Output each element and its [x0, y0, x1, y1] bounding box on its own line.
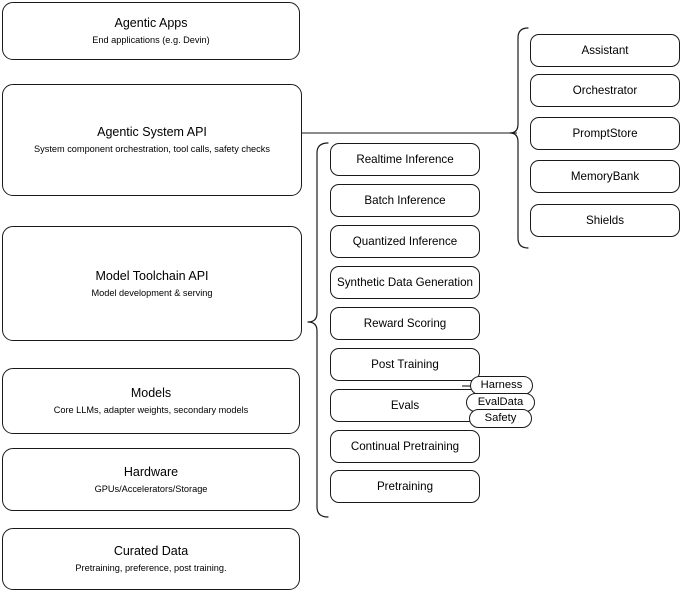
layer-title: Hardware	[123, 464, 179, 479]
stack-layer-agentic-system-api[interactable]: Agentic System API System component orch…	[2, 84, 302, 196]
layer-title: Agentic System API	[97, 125, 207, 139]
evals-subcomponent-safety[interactable]: Safety	[469, 409, 532, 428]
toolchain-item-label: Quantized Inference	[352, 234, 458, 248]
stack-layer-models[interactable]: Models Core LLMs, adapter weights, secon…	[2, 368, 300, 434]
layer-title: Curated Data	[113, 544, 189, 558]
toolchain-item-evals[interactable]: Evals	[330, 389, 480, 422]
system-component-orchestrator[interactable]: Orchestrator	[530, 74, 680, 107]
toolchain-item-synthetic-data-generation[interactable]: Synthetic Data Generation	[330, 266, 480, 299]
layer-title: Agentic Apps	[114, 16, 188, 30]
toolchain-item-label: Reward Scoring	[363, 316, 447, 330]
toolchain-item-label: Evals	[390, 398, 420, 412]
layer-title: Models	[130, 386, 172, 400]
system-component-label: Orchestrator	[572, 83, 638, 97]
toolchain-item-post-training[interactable]: Post Training	[330, 348, 480, 381]
layer-subtitle: Core LLMs, adapter weights, secondary mo…	[53, 405, 249, 415]
toolchain-item-label: Post Training	[371, 357, 439, 371]
layer-subtitle: Model development & serving	[91, 287, 213, 298]
toolchain-item-label: Synthetic Data Generation	[337, 275, 473, 289]
toolchain-item-reward-scoring[interactable]: Reward Scoring	[330, 307, 480, 340]
toolchain-item-label: Continual Pretraining	[350, 439, 460, 453]
toolchain-item-quantized-inference[interactable]: Quantized Inference	[330, 225, 480, 258]
evals-subcomponent-label: EvalData	[477, 396, 524, 408]
stack-layer-hardware[interactable]: Hardware GPUs/Accelerators/Storage	[2, 448, 300, 511]
toolchain-item-continual-pretraining[interactable]: Continual Pretraining	[330, 430, 480, 463]
system-component-label: Assistant	[581, 43, 629, 57]
evals-subcomponent-label: Harness	[480, 379, 523, 391]
system-component-label: Shields	[585, 213, 625, 227]
layer-subtitle: Pretraining, preference, post training.	[75, 563, 227, 573]
brace-toolchain-components	[307, 142, 329, 518]
system-component-promptstore[interactable]: PromptStore	[530, 117, 680, 150]
system-component-assistant[interactable]: Assistant	[530, 34, 680, 67]
stack-layer-model-toolchain-api[interactable]: Model Toolchain API Model development & …	[2, 226, 302, 341]
layer-subtitle: End applications (e.g. Devin)	[92, 35, 210, 45]
evals-subcomponent-label: Safety	[484, 412, 517, 424]
system-component-shields[interactable]: Shields	[530, 204, 680, 237]
toolchain-item-label: Pretraining	[376, 479, 434, 493]
layer-subtitle: GPUs/Accelerators/Storage	[94, 483, 208, 494]
layer-title: Model Toolchain API	[95, 268, 209, 283]
system-component-label: PromptStore	[572, 126, 638, 140]
stack-layer-curated-data[interactable]: Curated Data Pretraining, preference, po…	[2, 528, 300, 590]
layer-subtitle: System component orchestration, tool cal…	[34, 144, 270, 154]
toolchain-item-pretraining[interactable]: Pretraining	[330, 470, 480, 503]
stack-layer-agentic-apps[interactable]: Agentic Apps End applications (e.g. Devi…	[2, 2, 300, 60]
system-component-label: MemoryBank	[570, 169, 640, 183]
toolchain-item-batch-inference[interactable]: Batch Inference	[330, 184, 480, 217]
toolchain-item-label: Batch Inference	[364, 193, 446, 207]
brace-system-components	[509, 27, 529, 249]
toolchain-item-label: Realtime Inference	[356, 152, 454, 166]
system-component-memorybank[interactable]: MemoryBank	[530, 160, 680, 193]
toolchain-item-realtime-inference[interactable]: Realtime Inference	[330, 143, 480, 176]
